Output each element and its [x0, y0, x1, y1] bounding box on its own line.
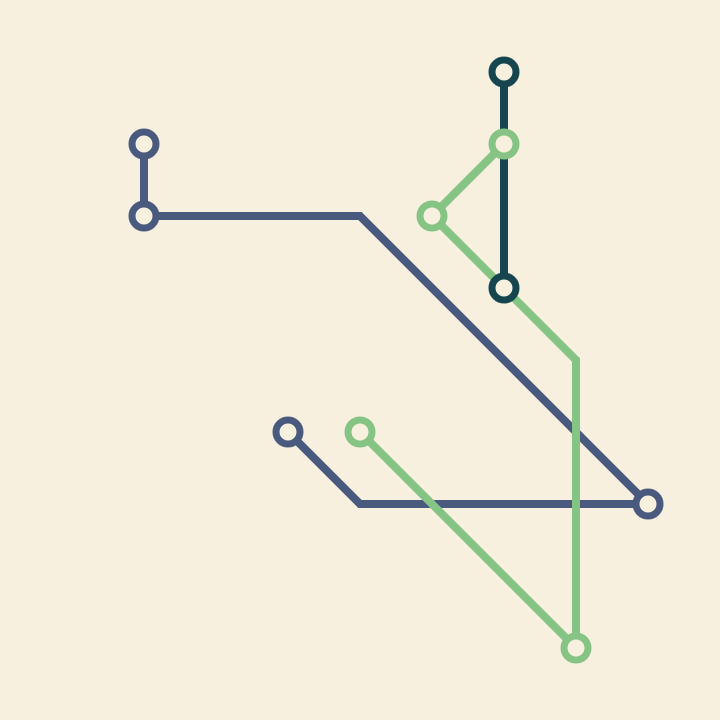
station-node: [560, 632, 592, 664]
station-node: [128, 128, 160, 160]
station-node: [632, 488, 664, 520]
station-node: [128, 200, 160, 232]
station-node: [272, 416, 304, 448]
green-line-b: [357, 429, 579, 651]
station-node: [344, 416, 376, 448]
station-node: [488, 128, 520, 160]
station-node: [416, 200, 448, 232]
station-node: [488, 272, 520, 304]
station-node: [488, 56, 520, 88]
